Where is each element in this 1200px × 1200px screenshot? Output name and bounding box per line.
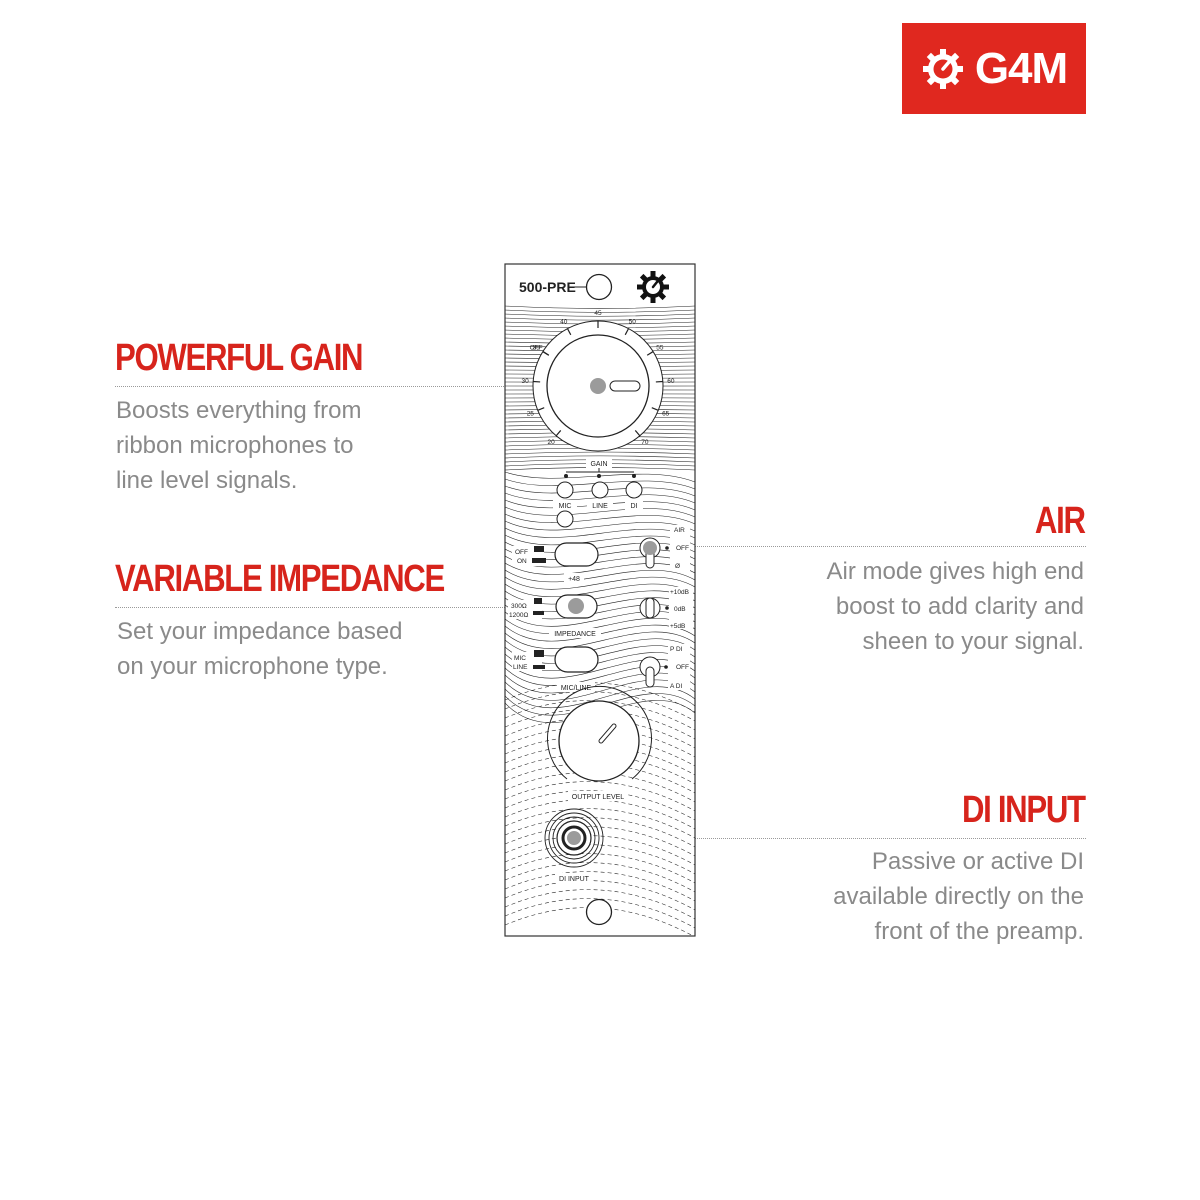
air-title: AIR — [1035, 500, 1086, 542]
impedance-high-label: 300Ω — [511, 603, 527, 610]
phantom-label: +48 — [568, 576, 580, 583]
phantom-on-label: ON — [517, 558, 527, 565]
plus10db-label: +10dB — [670, 589, 689, 596]
powerful-gain-title: POWERFUL GAIN — [115, 337, 364, 379]
air-off-label: OFF — [676, 545, 689, 552]
model-label: 500-PRE — [519, 279, 576, 295]
impedance-low-label: 1200Ω — [509, 612, 528, 619]
input-di-label: DI — [631, 503, 638, 510]
gear-knob-icon — [637, 271, 669, 303]
variable-impedance-title: VARIABLE IMPEDANCE — [115, 558, 445, 600]
led-indicator — [556, 510, 574, 528]
active-di-label: A DI — [670, 683, 682, 690]
di-input-leader — [574, 838, 1086, 839]
mic-select-button[interactable] — [556, 481, 574, 499]
mounting-hole-top — [585, 273, 613, 301]
phantom-power-switch[interactable] — [554, 542, 599, 567]
output-level-label: OUTPUT LEVEL — [572, 794, 624, 801]
gain-label: GAIN — [590, 461, 607, 468]
gain-scale-label: OFF — [530, 344, 543, 351]
brand-name: G4M — [974, 43, 1068, 93]
phase-label: Ø — [675, 563, 680, 570]
impedance-switch-knob — [568, 598, 584, 614]
powerful-gain-leader — [115, 386, 598, 387]
variable-impedance-description: Set your impedance based on your microph… — [117, 618, 403, 680]
phantom-off-label: OFF — [515, 549, 528, 556]
powerful-gain-description: Boosts everything from ribbon microphone… — [116, 397, 362, 494]
gain-scale-label: 30 — [522, 378, 530, 385]
mic-line-switch[interactable] — [554, 646, 599, 673]
line-select-button[interactable] — [591, 481, 609, 499]
air-leader — [650, 546, 1086, 547]
variable-impedance-leader — [115, 607, 575, 608]
gear-knob-icon — [922, 48, 963, 89]
brand-logo: G4M — [902, 23, 1086, 114]
gain-scale-label: 20 — [547, 439, 555, 446]
di-input-description: Passive or active DI available directly … — [833, 848, 1084, 945]
mic-line-mic-label: MIC — [514, 655, 526, 662]
gain-scale-label: 50 — [629, 319, 637, 326]
mounting-hole-bottom — [585, 898, 613, 926]
gain-knob-center — [590, 378, 606, 394]
air-description: Air mode gives high end boost to add cla… — [826, 558, 1084, 655]
input-mic-label: MIC — [559, 503, 572, 510]
air-label: AIR — [674, 527, 685, 534]
output-scale-arc — [547, 685, 652, 780]
di-input-title: DI INPUT — [962, 789, 1086, 831]
mic-line-label: MIC/LINE — [561, 685, 592, 692]
gain-scale-label: 40 — [560, 319, 568, 326]
di-input-label: DI INPUT — [559, 876, 590, 883]
input-line-label: LINE — [592, 503, 608, 510]
impedance-label: IMPEDANCE — [554, 631, 596, 638]
gain-knob-pointer — [609, 380, 641, 392]
plus5db-label: +5dB — [670, 623, 685, 630]
gain-scale-label: 60 — [667, 378, 675, 385]
di-select-button[interactable] — [625, 481, 643, 499]
gain-scale-label: 70 — [641, 439, 649, 446]
gain-scale-label: 55 — [656, 344, 664, 351]
gain-scale-label: 25 — [527, 410, 535, 417]
gain-scale-label: 35 — [532, 344, 540, 351]
mic-line-line-label: LINE — [513, 664, 528, 671]
gain-scale-label: 65 — [662, 410, 670, 417]
di-off-label: OFF — [676, 664, 689, 671]
gain-scale-label: 45 — [594, 310, 602, 317]
passive-di-label: P DI — [670, 646, 683, 653]
zero-db-label: 0dB — [674, 606, 686, 613]
